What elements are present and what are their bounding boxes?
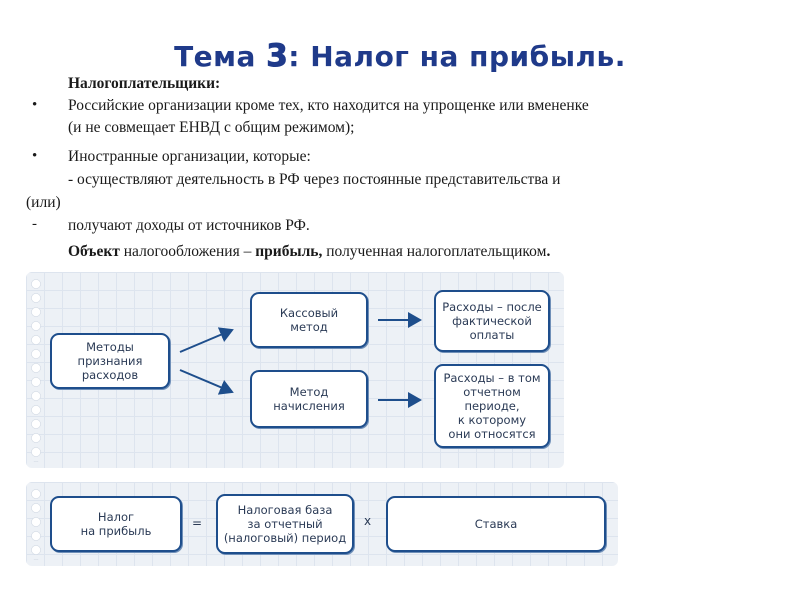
text-line-object: Объект налогообложения – прибыль, получе… xyxy=(68,243,551,260)
cash-method-box: Кассовый метод xyxy=(250,292,368,348)
arrow-to-accrual xyxy=(179,369,234,395)
text-line-foreign-orgs: Иностранные организации, которые: xyxy=(68,148,311,165)
page-title: Тема 3: Налог на прибыль. xyxy=(174,38,626,75)
methods-box: Методы признания расходов xyxy=(50,333,170,389)
text-line-russian-orgs: Российские организации кроме тех, кто на… xyxy=(68,97,589,114)
rate-box: Ставка xyxy=(386,496,606,552)
accrual-method-box: Метод начисления xyxy=(250,370,368,428)
equals-sign: = xyxy=(192,516,203,530)
arrow-to-cash xyxy=(179,327,234,353)
accrual-result-box: Расходы – в том отчетном периоде, к кото… xyxy=(434,364,550,448)
notebook-holes-2 xyxy=(30,488,44,560)
tax-base-box: Налоговая база за отчетный (налоговый) п… xyxy=(216,494,354,554)
bullet-2: • xyxy=(32,148,38,164)
notebook-holes xyxy=(30,278,44,462)
text-line-representation: - осуществляют деятельность в РФ через п… xyxy=(68,171,561,188)
text-line-income: получают доходы от источников РФ. xyxy=(68,217,310,234)
text-line-envd: (и не совмещает ЕНВД с общим режимом); xyxy=(68,119,355,136)
cash-result-box: Расходы – после фактической оплаты xyxy=(434,290,550,352)
dash-bullet: - xyxy=(32,216,37,232)
tax-box: Налог на прибыль xyxy=(50,496,182,552)
times-sign: x xyxy=(364,514,372,528)
taxpayers-heading: Налогоплательщики: xyxy=(68,75,221,92)
bullet-1: • xyxy=(32,97,38,113)
text-line-or: (или) xyxy=(26,194,61,211)
